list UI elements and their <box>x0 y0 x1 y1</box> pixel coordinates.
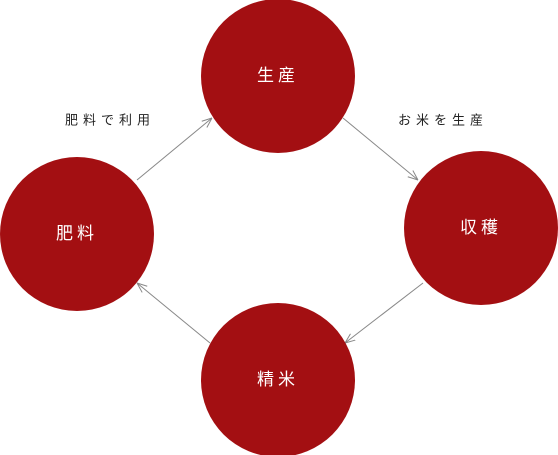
arrow-production-to-harvest <box>342 117 418 180</box>
node-production: 生産 <box>201 0 355 153</box>
node-polished-rice: 精米 <box>201 303 355 455</box>
node-harvest: 収穫 <box>404 151 558 305</box>
node-polished-rice-label: 精米 <box>257 370 299 390</box>
edge-label-fertilizer-to-production: 肥料で利用 <box>65 114 155 129</box>
arrow-harvest-to-polished-rice <box>345 282 424 343</box>
edge-label-production-to-harvest: お米を生産 <box>398 113 488 129</box>
arrow-polished-rice-to-fertilizer <box>137 283 211 344</box>
arrow-fertilizer-to-production <box>136 118 212 181</box>
node-fertilizer-label: 肥料 <box>56 224 98 244</box>
node-production-label: 生産 <box>257 66 299 86</box>
node-harvest-label: 収穫 <box>460 218 502 238</box>
node-fertilizer: 肥料 <box>0 157 154 311</box>
